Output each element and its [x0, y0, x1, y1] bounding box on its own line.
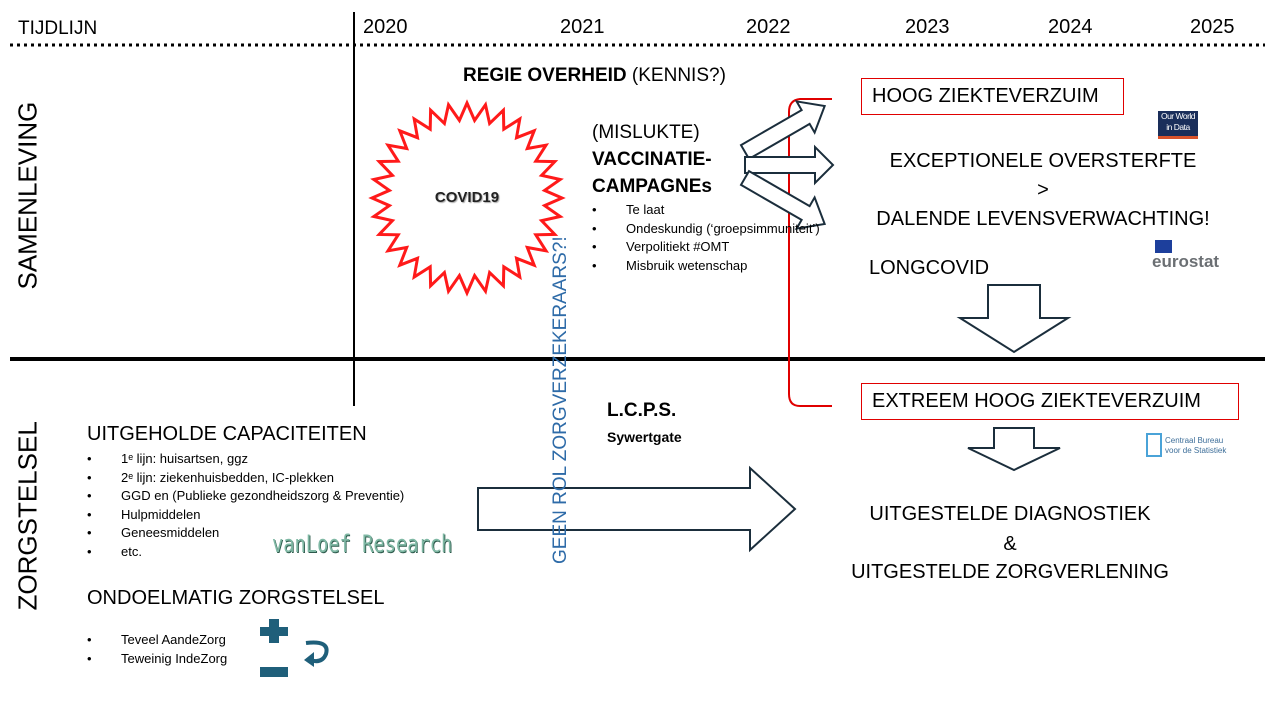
- regie-bold: REGIE OVERHEID: [463, 65, 627, 86]
- plus-icon: [260, 619, 288, 643]
- greater-than: >: [1037, 179, 1049, 201]
- cbs-icon: [1146, 433, 1162, 457]
- levensverwachting-text: DALENDE LEVENSVERWACHTING!: [876, 208, 1210, 230]
- vaccination-bullets: Te laat Ondeskundig (‘groepsimmuniteit’)…: [592, 201, 820, 275]
- return-arrow-icon: [305, 640, 329, 664]
- down-arrow-society: [956, 284, 1072, 354]
- vanloef-logo: vanLoef Research: [272, 530, 453, 558]
- list-item: 2ᵉ lijn: ziekenhuisbedden, IC-plekken: [87, 469, 404, 488]
- list-item: 1ᵉ lijn: huisartsen, ggz: [87, 450, 404, 469]
- arrow-to-oversterfte: [744, 144, 835, 186]
- return-arrow-head: [304, 652, 314, 667]
- vaccination-line3: CAMPAGNEs: [592, 176, 712, 197]
- capaciteiten-bullets: 1ᵉ lijn: huisartsen, ggz 2ᵉ lijn: zieken…: [87, 450, 404, 561]
- hoog-ziekteverzuim-box: HOOG ZIEKTEVERZUIM: [861, 78, 1124, 115]
- vertical-note: GEEN ROL ZORGVERZEKERAARS?!: [550, 236, 571, 564]
- list-item: Misbruik wetenschap: [592, 257, 820, 276]
- lcps-title: L.C.P.S.: [607, 400, 677, 421]
- year-2023: 2023: [905, 16, 950, 38]
- row-label-zorgstelsel: ZORGSTELSEL: [12, 421, 43, 611]
- regie-normal: (KENNIS?): [626, 65, 726, 86]
- year-2022: 2022: [746, 16, 791, 38]
- row-label-samenleving: SAMENLEVING: [12, 101, 43, 290]
- list-item: Hulpmiddelen: [87, 506, 404, 525]
- vaccination-line2: VACCINATIE-: [592, 149, 712, 170]
- list-item: Geneesmiddelen: [87, 524, 404, 543]
- minus-icon: [260, 667, 288, 677]
- eurostat-logo: eurostat: [1152, 252, 1220, 271]
- eu-flag-icon: [1155, 240, 1172, 253]
- year-2021: 2021: [560, 16, 605, 38]
- list-item: Teweinig IndeZorg: [87, 650, 227, 669]
- covid-starburst: [368, 99, 566, 297]
- list-item: Teveel AandeZorg: [87, 631, 227, 650]
- list-item: etc.: [87, 543, 404, 562]
- list-item: Verpolitiekt #OMT: [592, 238, 820, 257]
- ondoelmatig-bullets: Teveel AandeZorg Teweinig IndeZorg: [87, 631, 227, 668]
- year-2020: 2020: [363, 16, 408, 38]
- vaccination-line1: (MISLUKTE): [592, 122, 700, 143]
- list-item: GGD en (Publieke gezondheidszorg & Preve…: [87, 487, 404, 506]
- diagnostiek-text: UITGESTELDE DIAGNOSTIEK: [869, 503, 1151, 525]
- arrow-to-ziekteverzuim: [739, 100, 827, 161]
- list-item: Ondeskundig (‘groepsimmuniteit’): [592, 220, 820, 239]
- owid-logo: Our World in Data: [1158, 111, 1198, 139]
- timeline-label: TIJDLIJN: [18, 18, 98, 39]
- oversterfte-text: EXCEPTIONELE OVERSTERFTE: [889, 150, 1197, 172]
- vaccination-block: (MISLUKTE) VACCINATIE- CAMPAGNEs: [592, 119, 712, 200]
- lcps-sub: Sywertgate: [607, 429, 682, 445]
- big-right-arrow: [477, 465, 797, 553]
- zorgverlening-text: UITGESTELDE ZORGVERLENING: [851, 561, 1169, 583]
- capaciteiten-title: UITGEHOLDE CAPACITEITEN: [87, 423, 367, 445]
- covid-label: COVID19: [434, 189, 500, 206]
- ampersand: &: [1003, 533, 1017, 555]
- year-2024: 2024: [1048, 16, 1093, 38]
- extreem-ziekteverzuim-box: EXTREEM HOOG ZIEKTEVERZUIM: [861, 383, 1239, 420]
- ondoelmatig-title: ONDOELMATIG ZORGSTELSEL: [87, 587, 385, 609]
- down-arrow-care: [967, 427, 1061, 472]
- regie-heading: REGIE OVERHEID (KENNIS?): [463, 65, 726, 87]
- cbs-logo: Centraal Bureau voor de Statistiek: [1165, 436, 1227, 455]
- year-2025: 2025: [1190, 16, 1235, 38]
- longcovid-text: LONGCOVID: [869, 257, 990, 279]
- list-item: Te laat: [592, 201, 820, 220]
